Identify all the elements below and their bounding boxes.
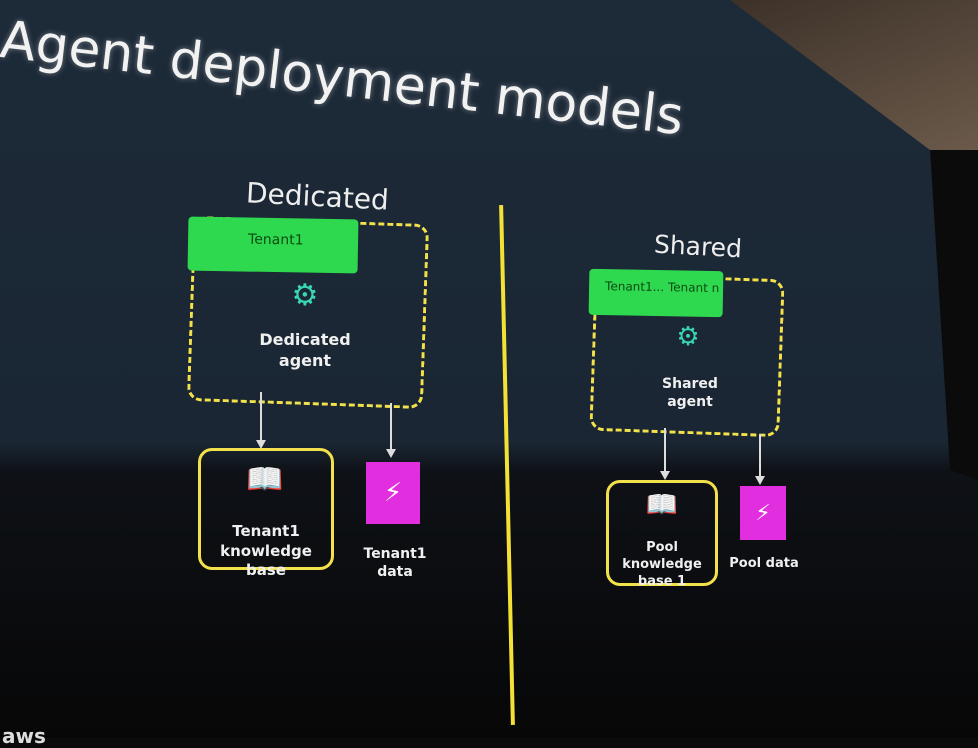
shared-heading: Shared	[653, 229, 743, 264]
pool-kb-label: Pool knowledge base 1	[622, 540, 702, 589]
tenant1-data-icon: ⚡	[366, 462, 420, 524]
shared-tenant-tag: Tenant1... Tenant n	[588, 268, 724, 318]
book-icon: 📖	[246, 462, 284, 497]
arrowhead	[386, 449, 396, 458]
tenant1-data-label: Tenant1 data	[363, 546, 427, 581]
arrow-to-data	[390, 403, 392, 451]
dedicated-tenant-tag: Tenant1	[187, 216, 359, 274]
dedicated-agent-label: Dedicated agent	[259, 330, 351, 370]
arrow-to-data	[759, 434, 761, 478]
aws-logo: aws	[2, 724, 46, 748]
arrow-to-kb	[260, 392, 262, 442]
tenant1-kb-label: Tenant1 knowledge base	[220, 522, 312, 579]
agent-icon: ⚙	[676, 322, 700, 352]
arrowhead	[660, 471, 670, 480]
pool-data-icon: ⚡	[740, 486, 786, 540]
arrowhead	[755, 476, 765, 485]
book-icon: 📖	[645, 490, 679, 520]
agent-icon: ⚙	[291, 278, 319, 313]
shared-agent-label: Shared agent	[662, 376, 718, 411]
pool-knowledge-base	[606, 480, 718, 586]
pool-data-label: Pool data	[729, 556, 799, 571]
arrow-to-kb	[664, 428, 666, 473]
arrowhead	[256, 440, 266, 449]
tenant1-knowledge-base	[198, 448, 334, 570]
